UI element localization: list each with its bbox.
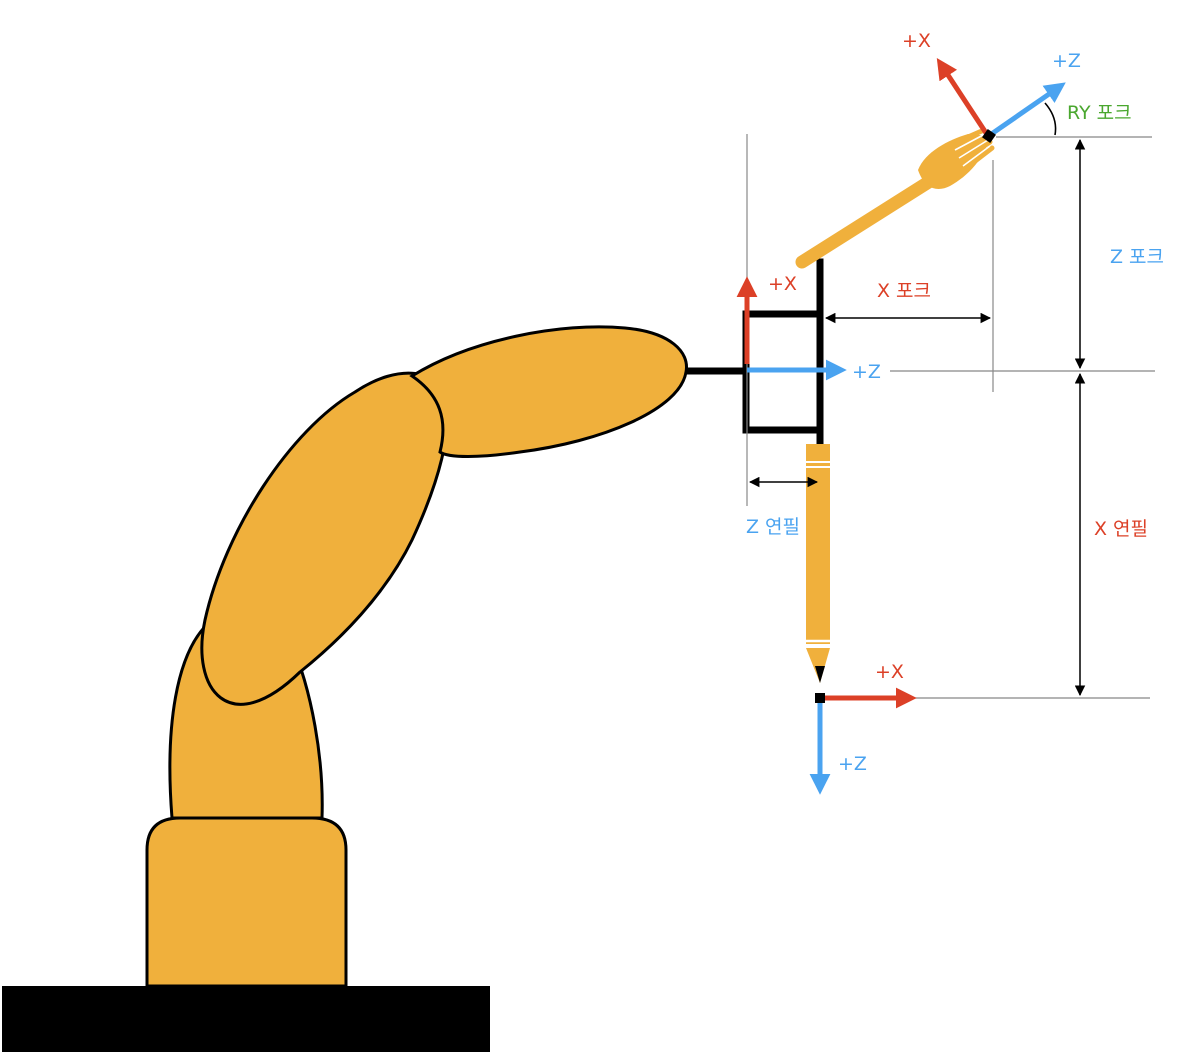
pencil-icon [806, 444, 830, 683]
flange-z-label: +Z [852, 361, 881, 383]
flange-x-label: +X [768, 273, 797, 295]
x-pencil-label: X 연필 [1094, 518, 1148, 540]
robot-pedestal [145, 816, 348, 988]
fork-x-label: +X [902, 30, 931, 52]
robot-forearm [409, 325, 688, 458]
fork-icon [795, 127, 995, 269]
ry-fork-arc [1044, 102, 1057, 136]
robot-middle-arm [200, 371, 449, 706]
fork-tcp-point [982, 129, 996, 143]
robot-base [2, 986, 490, 1052]
ry-fork-label: RY 포크 [1067, 102, 1132, 124]
fork-x-axis [936, 57, 991, 138]
pencil-tcp-point [815, 693, 825, 703]
z-pencil-label: Z 연필 [746, 516, 800, 538]
fork-tcp-frame: +X +Z [902, 30, 1081, 143]
fork-z-axis [988, 82, 1066, 138]
fork-z-label: +Z [1052, 50, 1081, 72]
pencil-tcp-frame: +X +Z [809, 661, 917, 795]
pencil-z-label: +Z [838, 753, 867, 775]
flange-frame: +X +Z [736, 273, 881, 383]
x-fork-label: X 포크 [877, 280, 931, 302]
dimension-arrows [748, 138, 1086, 697]
z-fork-label: Z 포크 [1110, 246, 1164, 268]
pencil-x-label: +X [875, 661, 904, 683]
